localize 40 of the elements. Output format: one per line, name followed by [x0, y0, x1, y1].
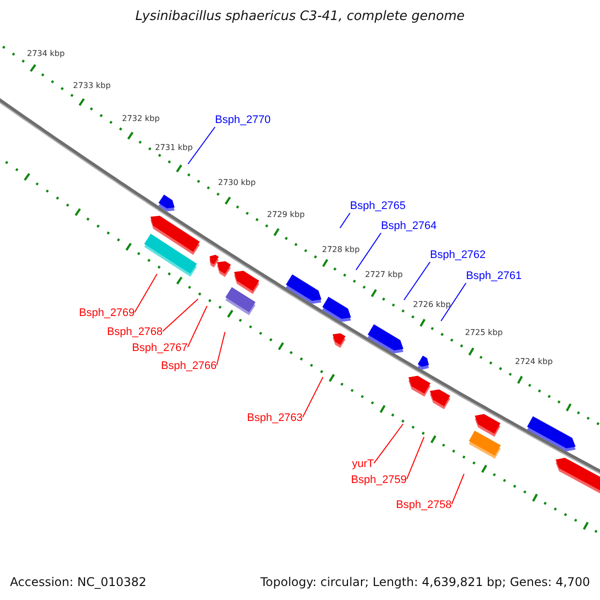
footer-text: Topology: circular; Length: 4,639,821 bp; Genes: 4,700 [260, 576, 590, 589]
leader-line [188, 126, 216, 164]
gene-label: Bsph_2768 [107, 326, 163, 339]
scale-label: 2732 kbp [122, 114, 160, 124]
scale-label: 2734 kbp [27, 49, 65, 59]
scale-label: 2729 kbp [267, 210, 305, 220]
leader-line [187, 306, 208, 348]
scale-label: 2730 kbp [218, 178, 256, 188]
gene-label: Bsph_2763 [247, 412, 303, 425]
gene-label: Bsph_2759 [351, 474, 407, 487]
leader-line [356, 232, 382, 270]
gene-label: Bsph_2761 [466, 270, 522, 283]
gene-label: yurT [352, 458, 374, 471]
scale-label: 2727 kbp [365, 270, 403, 280]
footer-text: Accession: NC_010382 [10, 576, 146, 589]
scale-label: 2726 kbp [413, 300, 451, 310]
leader-line [216, 332, 226, 366]
scale-label: 2724 kbp [515, 357, 553, 367]
gene-label: Bsph_2764 [381, 220, 437, 233]
leader-line [451, 474, 464, 505]
gene-label: Bsph_2758 [396, 499, 452, 512]
leader-line [162, 298, 198, 332]
leader-line [406, 436, 424, 480]
scale-label: 2728 kbp [322, 245, 360, 255]
leader-line [134, 274, 158, 313]
gene-label: Bsph_2766 [161, 360, 217, 373]
gene-label: Bsph_2762 [430, 249, 486, 262]
gene-label: Bsph_2770 [215, 114, 271, 127]
gene-label: Bsph_2769 [79, 307, 135, 320]
leader-line [340, 212, 350, 228]
scale-label: 2725 kbp [465, 328, 503, 338]
leader-line [404, 262, 430, 300]
title: Lysinibacillus sphaericus C3-41, complete genome [135, 10, 465, 23]
gene-label: Bsph_2765 [350, 200, 406, 213]
leader-line [440, 282, 466, 322]
leader-line [374, 424, 404, 464]
scale-label: 2731 kbp [155, 143, 193, 153]
gene-label: Bsph_2767 [132, 342, 188, 355]
scale-label: 2733 kbp [73, 81, 111, 91]
leader-line [302, 376, 324, 418]
